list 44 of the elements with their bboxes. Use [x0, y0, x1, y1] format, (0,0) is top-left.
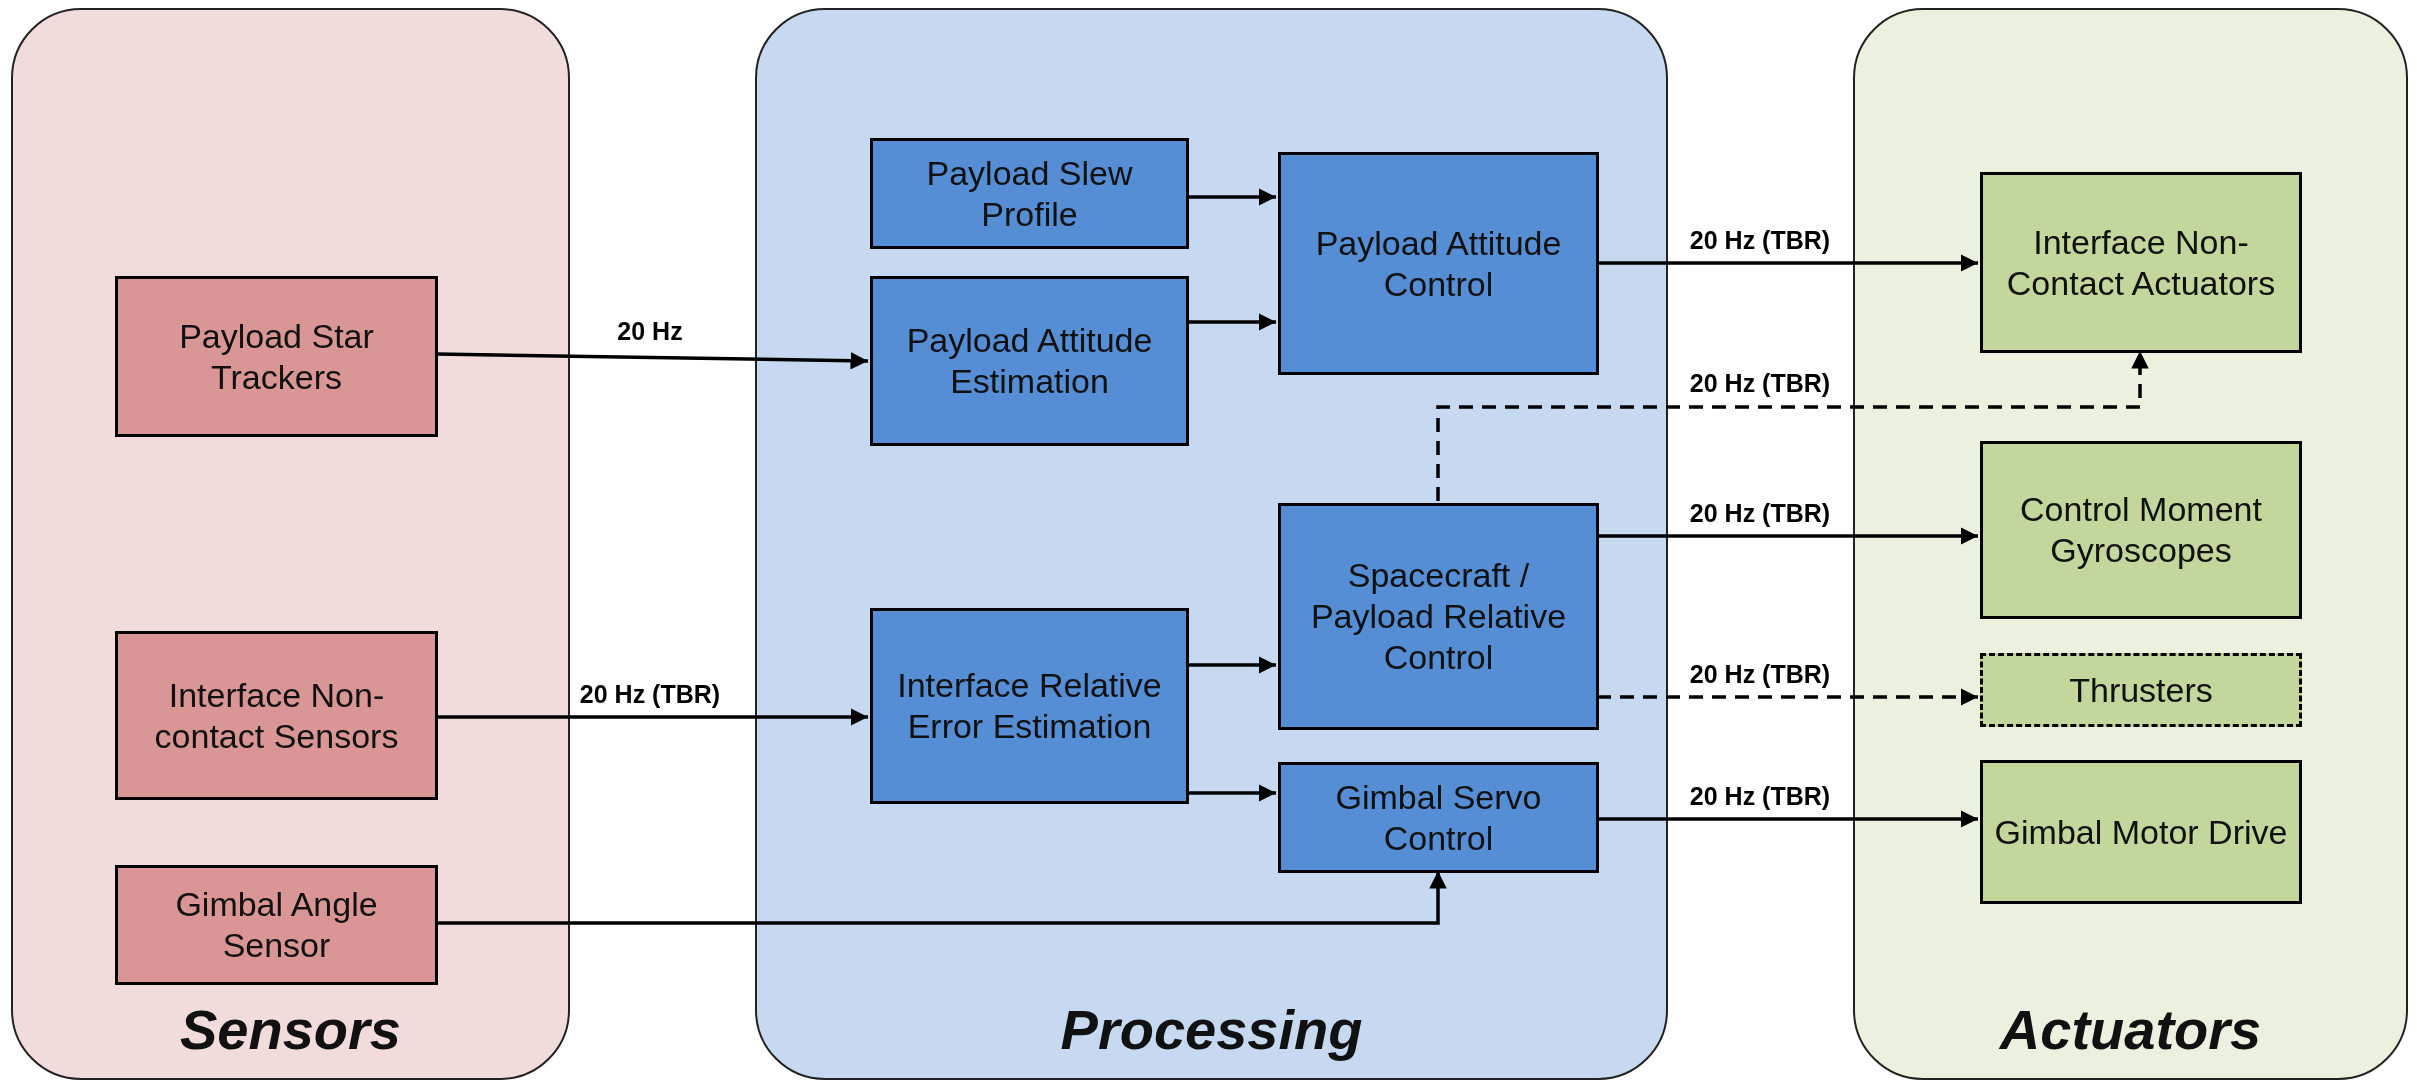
- box-label: Control Moment Gyroscopes: [2019, 489, 2263, 571]
- actuators-panel: [1853, 8, 2408, 1080]
- group-title: Actuators: [1998, 997, 2263, 1062]
- arrow: [1597, 810, 1978, 828]
- box-label: Gimbal Angle Sensor: [174, 884, 379, 966]
- box-label: Payload Attitude Control: [1314, 222, 1563, 305]
- arrow: [1187, 656, 1276, 674]
- processing-panel: [755, 8, 1668, 1080]
- process-box: [1278, 503, 1599, 730]
- sensor-box: [115, 865, 438, 985]
- box-label: Thrusters: [2069, 669, 2213, 711]
- sensor-box: [115, 276, 438, 437]
- process-box: [870, 276, 1189, 446]
- actuator-box: [1980, 172, 2302, 353]
- process-box: [1278, 152, 1599, 375]
- process-box: [870, 608, 1189, 804]
- box-label: Interface Non-Contact Actuators: [2005, 221, 2277, 304]
- sensors-panel: [11, 8, 570, 1080]
- arrow: [435, 351, 869, 370]
- arrow: [436, 708, 868, 726]
- arrow: [1187, 188, 1276, 206]
- arrow: [1597, 688, 1978, 706]
- box-label: Payload Star Trackers: [178, 315, 375, 398]
- actuator-box: [1980, 441, 2302, 619]
- arrow: [436, 871, 1447, 925]
- box-label: Interface Relative Error Estimation: [896, 665, 1163, 747]
- arrow: [1597, 254, 1978, 272]
- box-label: Payload Attitude Estimation: [905, 320, 1154, 402]
- actuator-box: [1980, 653, 2302, 727]
- sensor-box: [115, 631, 438, 800]
- arrow: [1187, 313, 1276, 331]
- box-label: Interface Non-contact Sensors: [153, 674, 400, 757]
- arrow: [1597, 527, 1978, 545]
- box-label: Gimbal Servo Control: [1334, 776, 1543, 859]
- group-title: Sensors: [179, 997, 402, 1062]
- box-label: Payload Slew Profile: [925, 152, 1134, 235]
- group-title: Processing: [1059, 997, 1364, 1062]
- actuator-box: [1980, 760, 2302, 904]
- arrow: [1436, 351, 2149, 501]
- box-label: Gimbal Motor Drive: [1994, 811, 2288, 853]
- box-label: Spacecraft / Payload Relative Control: [1309, 555, 1568, 678]
- process-box: [870, 138, 1189, 249]
- process-box: [1278, 762, 1599, 873]
- arrow: [1187, 784, 1276, 802]
